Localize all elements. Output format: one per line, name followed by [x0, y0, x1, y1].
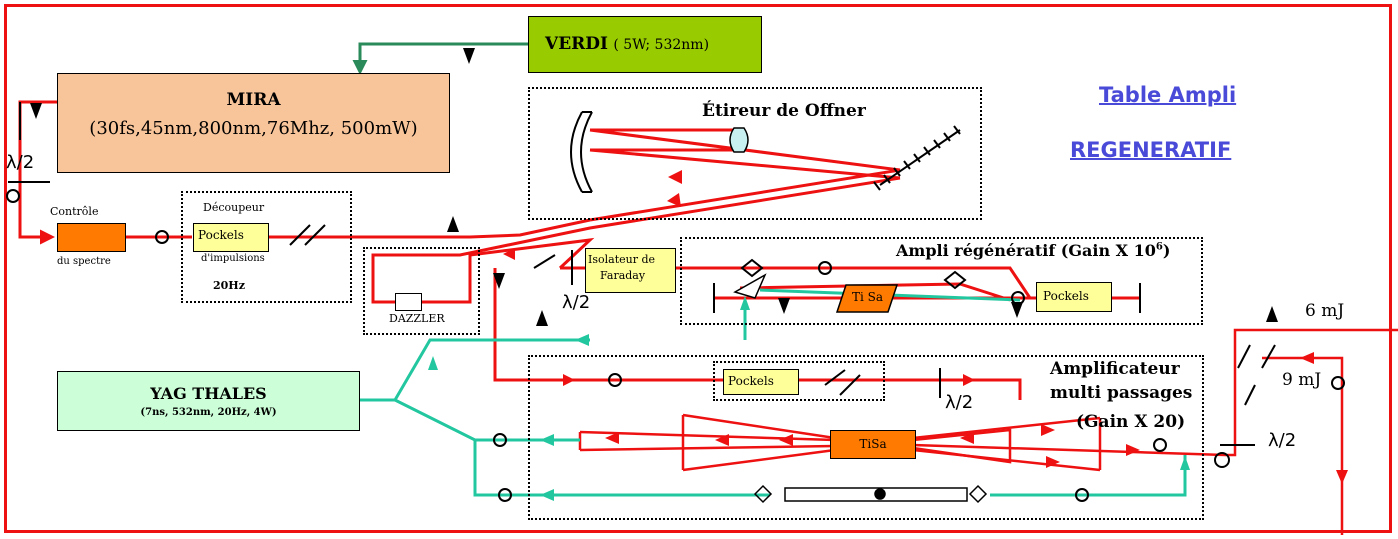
verdi-spec: ( 5W; 532nm) — [613, 37, 710, 53]
multipass-pockels-group: Pockels — [713, 361, 885, 401]
yag-name: YAG THALES — [150, 384, 267, 403]
pulse-picker-rate: 20Hz — [213, 279, 245, 292]
mira-spec: (30fs,45nm,800nm,76Mhz, 500mW) — [89, 118, 418, 139]
pulse-picker-pockels-label: Pockels — [198, 228, 244, 242]
dazzler-box: DAZZLER — [363, 247, 480, 335]
irises — [6, 189, 1345, 502]
offner-lens — [729, 127, 749, 153]
outer-frame — [4, 4, 1392, 533]
multipass-amp-box: Amplificateur multi passages (Gain X 20) — [528, 355, 1204, 520]
dazzler-crystal — [395, 293, 422, 311]
seed-beam — [18, 100, 1140, 400]
verdi-laser-box: VERDI ( 5W; 532nm) — [528, 16, 762, 73]
optics — [8, 102, 1276, 446]
mira-laser-box: MIRA (30fs,45nm,800nm,76Mhz, 500mW) — [57, 73, 450, 173]
regen-title: Ampli régénératif (Gain X 106) — [896, 241, 1170, 260]
faraday-isolator-box: Isolateur de Faraday — [585, 248, 676, 293]
multipass-tisa-label: TiSa — [859, 437, 887, 451]
regen-title-end: ) — [1162, 241, 1171, 260]
yag-spec: (7ns, 532nm, 20Hz, 4W) — [140, 407, 277, 418]
multipass-line-2: multi passages — [1050, 383, 1193, 403]
pulse-picker-label-mid: d'impulsions — [201, 253, 265, 264]
multipass-pockels-label: Pockels — [728, 374, 774, 388]
spectrum-control-label-top: Contrôle — [50, 205, 99, 218]
yag-laser-box: YAG THALES (7ns, 532nm, 20Hz, 4W) — [57, 371, 360, 431]
regen-amp-box: Ampli régénératif (Gain X 106) — [680, 237, 1203, 325]
pulse-picker-box: Découpeur Pockels d'impulsions 20Hz — [181, 191, 352, 303]
pulse-picker-label-top: Découpeur — [203, 201, 265, 214]
faraday-line-1: Isolateur de — [588, 253, 656, 266]
regen-title-text: Ampli régénératif (Gain X 10 — [896, 241, 1156, 260]
regen-pockels-label: Pockels — [1043, 289, 1089, 303]
offner-stretcher-box: Étireur de Offner — [528, 87, 982, 220]
dazzler-label: DAZZLER — [389, 312, 445, 325]
regen-tisa-crystal: Ti Sa — [835, 284, 899, 313]
verdi-pump-line — [352, 42, 528, 75]
waveplate-label-output: λ/2 — [1268, 430, 1297, 451]
offner-label: Étireur de Offner — [702, 101, 866, 121]
multipass-line-3: (Gain X 20) — [1076, 412, 1186, 432]
multipass-line-1: Amplificateur — [1050, 359, 1180, 379]
multipass-arrows — [605, 352, 1348, 484]
spectrum-control-box — [57, 223, 126, 252]
pulse-picker-pockels: Pockels — [193, 223, 269, 252]
flip-mirror-markers — [30, 48, 1278, 326]
waveplate-label-mira: λ/2 — [6, 152, 35, 173]
regen-pockels-box: Pockels — [1036, 282, 1112, 312]
output-6mj: 6 mJ — [1305, 301, 1345, 321]
verdi-name: VERDI — [545, 34, 608, 54]
mira-name: MIRA — [226, 90, 281, 110]
waveplate-label-faraday: λ/2 — [562, 292, 591, 313]
multipass-tisa-crystal: TiSa — [830, 430, 916, 459]
output-9mj: 9 mJ — [1282, 370, 1322, 390]
regen-tisa-label: Ti Sa — [852, 290, 884, 304]
title-line-2: REGENERATIF — [1070, 138, 1232, 162]
regen-prism — [733, 273, 767, 299]
faraday-line-2: Faraday — [600, 269, 646, 282]
green-arrows — [428, 296, 1190, 501]
delay-line — [753, 484, 988, 504]
waveplate-label-multipass: λ/2 — [945, 392, 974, 413]
spectrum-control-label-bottom: du spectre — [57, 256, 111, 267]
beam-arrows — [503, 170, 975, 386]
regen-title-exponent: 6 — [1155, 241, 1163, 253]
title-line-1: Table Ampli — [1099, 83, 1237, 107]
multipass-pockels-box: Pockels — [723, 369, 799, 395]
verdi-label: VERDI ( 5W; 532nm) — [545, 34, 709, 54]
